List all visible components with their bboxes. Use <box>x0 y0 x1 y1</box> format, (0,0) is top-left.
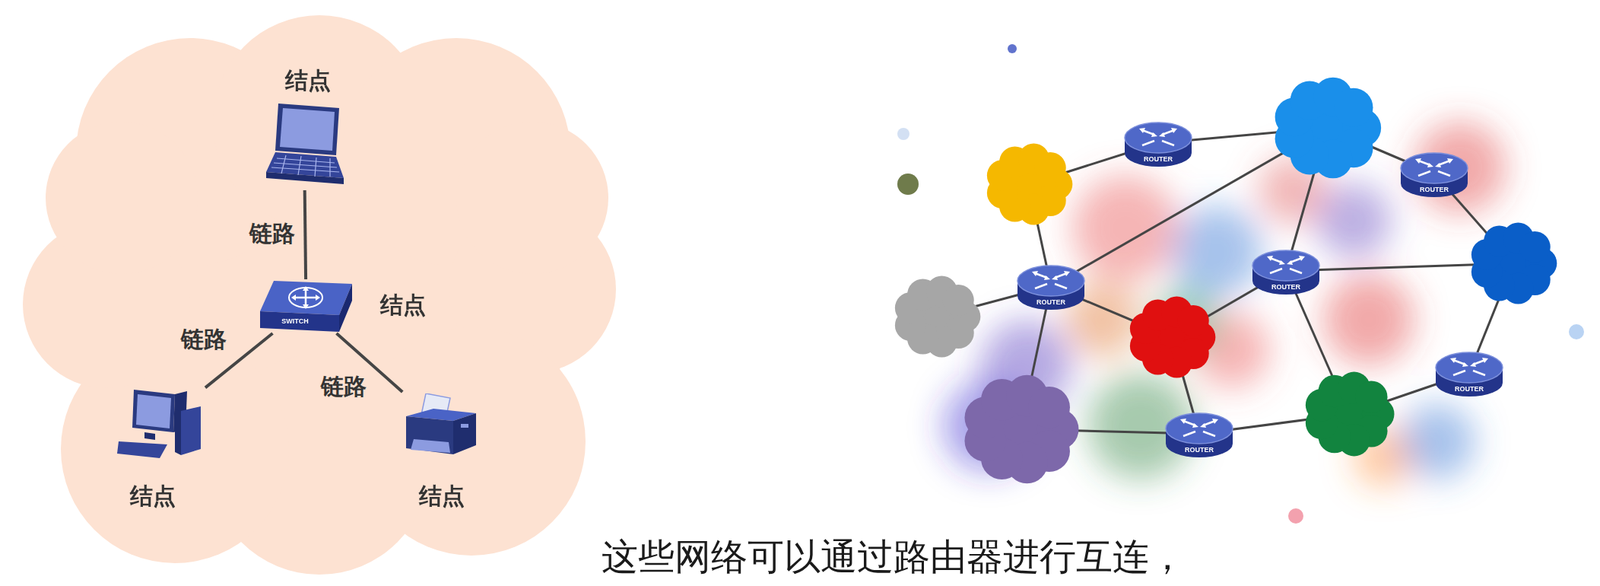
blur-blob <box>1315 182 1392 259</box>
subtitle: 这些网络可以通过路由器进行互连， <box>601 536 1186 577</box>
color-blur <box>942 121 1506 487</box>
switch-node: SWITCH结点 <box>260 280 353 332</box>
node-label: 结点 <box>285 67 331 93</box>
computer-icon <box>117 387 204 460</box>
network-links <box>936 127 1514 434</box>
switch-label: SWITCH <box>281 317 309 326</box>
network-cloud <box>1130 296 1216 378</box>
cloud-part <box>1177 304 1210 337</box>
laptop-node: 结点 <box>263 101 346 189</box>
cloud-part <box>1355 380 1388 413</box>
cloud-part <box>456 121 609 274</box>
dot <box>897 173 919 195</box>
node-label: 结点 <box>419 482 465 508</box>
laptop-icon <box>263 101 346 189</box>
link-label: 链路 <box>247 219 298 247</box>
dot <box>1007 44 1017 54</box>
router-node: ROUTER <box>1015 260 1087 312</box>
router-node: ROUTER <box>1122 117 1194 169</box>
blur-blob <box>1171 205 1263 297</box>
router-label: ROUTER <box>1419 186 1449 194</box>
network-cloud <box>987 143 1073 226</box>
cloud-part <box>942 284 975 316</box>
router-label: ROUTER <box>1036 298 1066 307</box>
router-label: ROUTER <box>1143 155 1173 164</box>
cloud-part <box>1034 152 1067 184</box>
router-label: ROUTER <box>1271 283 1301 292</box>
blur-blob <box>1323 273 1415 366</box>
cloud-part <box>1028 386 1070 429</box>
computer-node: 结点 <box>117 387 204 460</box>
router-label: ROUTER <box>1184 446 1214 454</box>
link-label: 链路 <box>318 372 369 400</box>
link-label: 链路 <box>178 325 229 353</box>
dot <box>1568 323 1585 340</box>
network-cloud <box>964 374 1079 484</box>
router-node: ROUTER <box>1398 148 1470 199</box>
router-label: ROUTER <box>1454 385 1484 394</box>
dots <box>897 44 1585 524</box>
network-cloud <box>1471 222 1557 305</box>
link-line <box>304 190 306 280</box>
network-cloud <box>895 276 981 358</box>
printer-icon <box>403 393 480 460</box>
printer-node: 结点 <box>403 393 480 460</box>
cloud-part <box>1334 88 1374 127</box>
network-cloud <box>22 15 616 575</box>
node-label: 结点 <box>130 482 176 508</box>
network-cloud <box>1305 371 1395 457</box>
router-node: ROUTER <box>1433 347 1505 398</box>
blur-blob <box>1399 403 1476 480</box>
network-cloud <box>1275 77 1382 179</box>
cloud-part <box>45 121 198 274</box>
dot <box>897 127 910 140</box>
cloud-part <box>1519 231 1551 263</box>
router-node: ROUTER <box>1250 245 1322 296</box>
dot <box>1288 507 1304 524</box>
router-node: ROUTER <box>1163 408 1235 459</box>
node-label: 结点 <box>380 292 426 318</box>
